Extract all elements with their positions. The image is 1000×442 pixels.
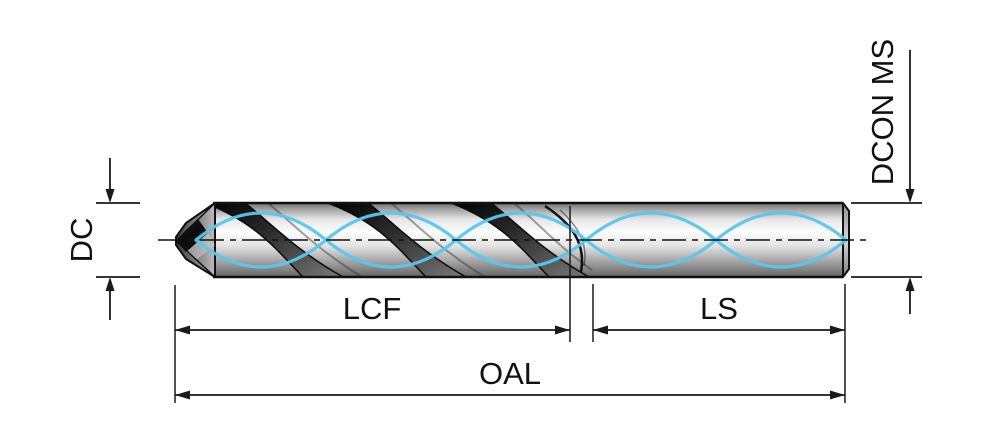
arrowhead xyxy=(175,325,190,335)
lcf-dimension: LCF xyxy=(174,206,571,342)
coolant-channels xyxy=(194,211,848,269)
oal-label: OAL xyxy=(479,356,541,391)
helix-hairline xyxy=(390,203,486,277)
arrowhead xyxy=(905,189,915,203)
arrowhead xyxy=(905,277,915,291)
ls-dimension: LS xyxy=(592,284,845,342)
arrowhead xyxy=(593,325,608,335)
helix-hairline xyxy=(267,203,363,277)
body-outline xyxy=(213,201,843,279)
point-facet-dark xyxy=(176,219,208,252)
arrowhead xyxy=(555,325,570,335)
dcon-ms-label: DCON MS xyxy=(865,39,900,185)
flute-ribbon xyxy=(327,203,469,277)
flute-runout xyxy=(544,204,584,273)
dc-dimension: DC xyxy=(64,158,140,320)
point-edge-line xyxy=(175,202,216,242)
lcf-label: LCF xyxy=(343,291,402,326)
arrowhead xyxy=(105,277,115,291)
arrowhead xyxy=(105,189,115,203)
arrowhead xyxy=(175,390,190,400)
point-edge-line xyxy=(175,240,216,278)
arrowhead xyxy=(830,390,845,400)
ls-label: LS xyxy=(700,291,738,326)
coolant-channel-1 xyxy=(194,211,848,269)
oal-dimension: OAL xyxy=(174,284,846,403)
arrowhead xyxy=(830,325,845,335)
dc-label: DC xyxy=(64,218,99,263)
coolant-channel-2 xyxy=(194,211,848,269)
dcon-dimension: DCON MS xyxy=(851,39,922,314)
